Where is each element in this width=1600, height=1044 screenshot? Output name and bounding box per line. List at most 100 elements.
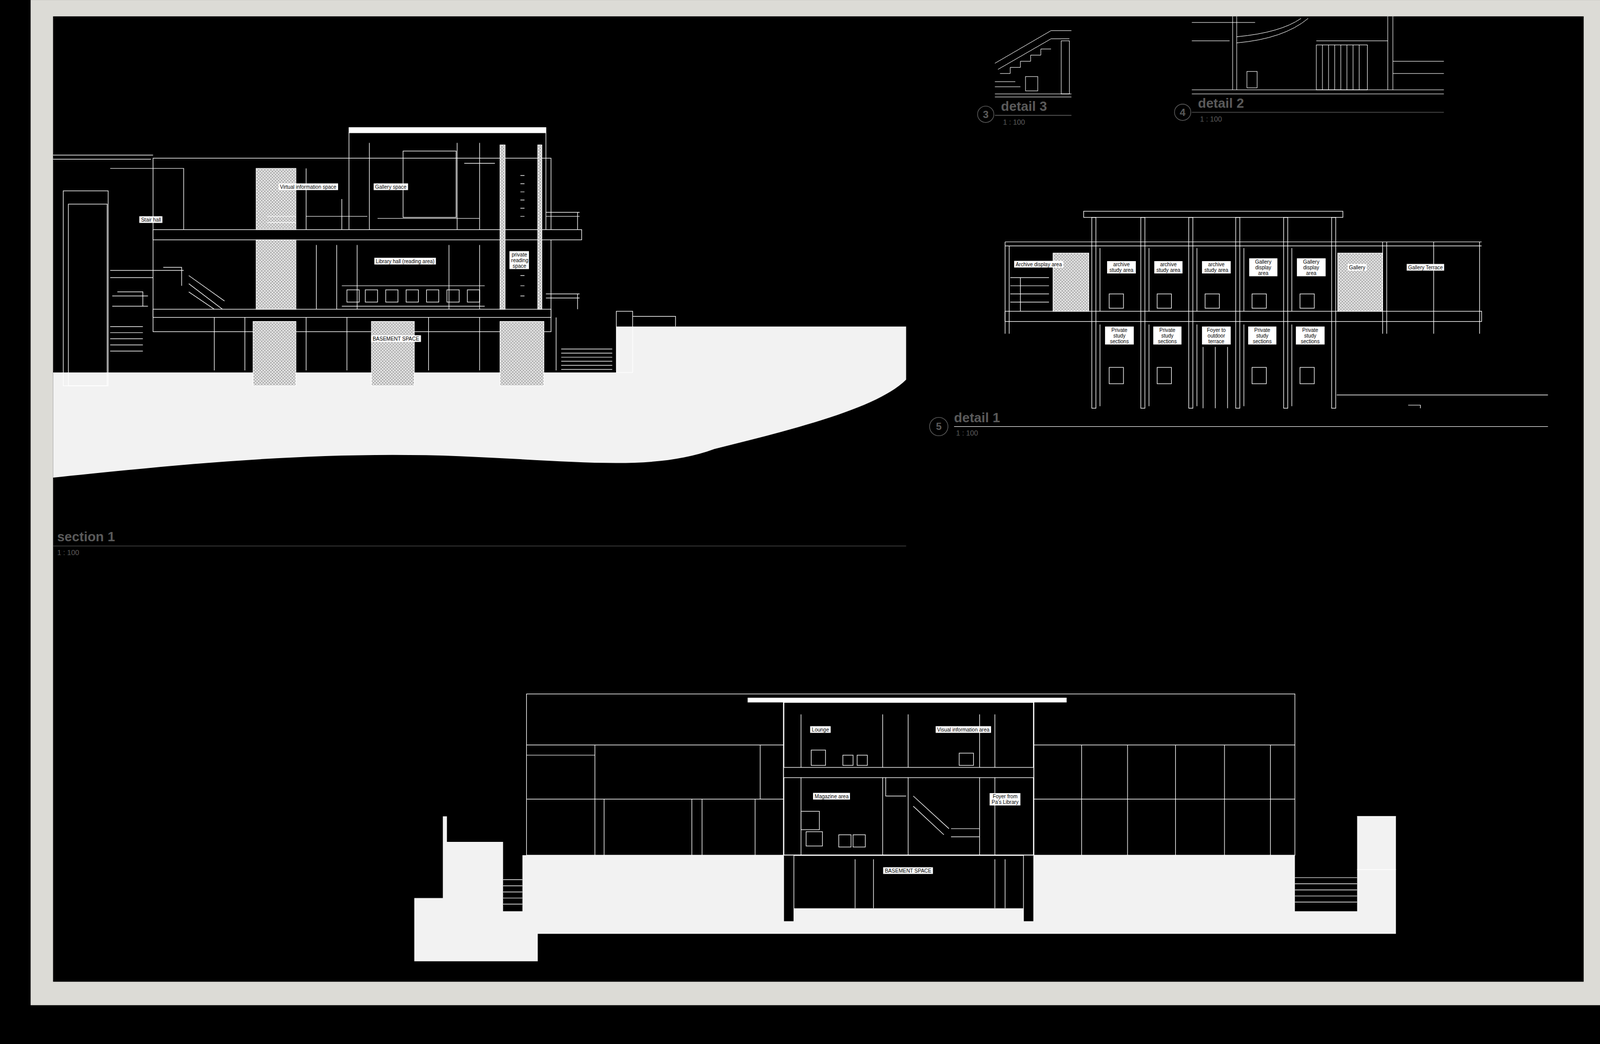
detail-drawing (1083, 211, 1343, 218)
room-label: archive study area (1154, 261, 1183, 274)
room-label: private reading space (509, 251, 530, 270)
detail-drawing (1099, 324, 1292, 407)
detail-drawing (1337, 252, 1384, 311)
section-drawing (805, 831, 823, 846)
detail-drawing (1109, 293, 1124, 309)
title-marker (994, 114, 1072, 116)
section-drawing (52, 127, 906, 478)
section-drawing (503, 879, 523, 905)
section-drawing (68, 204, 108, 386)
room-label: Gallery space (373, 183, 408, 191)
section-drawing (811, 749, 826, 766)
detail-drawing (1247, 71, 1258, 88)
section-drawing (561, 348, 612, 370)
detail-drawing (1010, 277, 1050, 312)
section-drawing (537, 145, 542, 310)
room-label: Foyer to outdoor terrace (1201, 326, 1231, 345)
section-drawing (526, 744, 1295, 799)
callout-number: 4 (1179, 106, 1186, 118)
room-label: Gallery display area (1296, 258, 1326, 277)
section-drawing (403, 150, 457, 217)
detail-drawing (1099, 247, 1292, 311)
title-underline (52, 545, 906, 547)
detail-drawing (1109, 367, 1124, 384)
room-label: Foyer from Pa's Library (989, 793, 1021, 806)
title-marker (1191, 111, 1444, 113)
section-drawing (255, 239, 296, 309)
detail-drawing (1004, 241, 1010, 334)
detail-drawing (1252, 367, 1267, 384)
detail-drawing (1252, 293, 1267, 309)
section-drawing (783, 767, 1034, 778)
section-drawing (959, 753, 974, 766)
room-label: Private study sections (1248, 326, 1277, 345)
section-drawing (110, 168, 184, 278)
room-label: BASEMENT SPACE (370, 335, 421, 343)
section-drawing (63, 190, 109, 386)
section-drawing (365, 289, 378, 303)
section-drawing (426, 289, 439, 303)
room-label: Private study sections (1104, 326, 1134, 345)
section-drawing (414, 816, 1397, 961)
section-drawing (152, 309, 551, 318)
room-label: Gallery display area (1249, 258, 1278, 277)
drawing-title: detail 1 (954, 409, 1001, 425)
room-label: Archive display area (1014, 261, 1064, 268)
section-drawing (783, 702, 1034, 856)
scale-note: 1 : 100 (956, 429, 979, 438)
room-label: Private study sections (1153, 326, 1182, 345)
section-drawing (446, 289, 460, 303)
section-drawing (267, 216, 480, 223)
detail-drawing (1382, 241, 1480, 334)
drawing-title: detail 3 (1000, 99, 1048, 114)
section-drawing (855, 859, 1005, 908)
detail-drawing (1004, 311, 1482, 322)
section-drawing (885, 777, 980, 837)
drawing-title: detail 2 (1197, 95, 1244, 111)
section-drawing (838, 834, 852, 847)
detail-drawing (1157, 293, 1172, 309)
section-drawing (214, 317, 557, 371)
detail-drawing (1191, 16, 1255, 90)
detail-drawing (1316, 45, 1368, 91)
section-drawing (152, 229, 582, 241)
detail-drawing (999, 49, 1051, 74)
section-drawing (545, 212, 580, 310)
section-drawing (341, 285, 485, 307)
section-drawing (371, 321, 415, 386)
detail-drawing (994, 30, 1072, 70)
detail-drawing (1205, 293, 1220, 309)
detail-drawing (1316, 16, 1393, 90)
detail-drawing (1283, 217, 1288, 409)
detail-drawing (1331, 217, 1336, 409)
section-drawing (500, 321, 545, 386)
detail-drawing (1336, 394, 1549, 409)
scale-note: 1 : 100 (1002, 118, 1025, 127)
section-drawing (857, 755, 868, 766)
title-marker (929, 417, 948, 437)
drawing-title: section 1 (56, 529, 115, 545)
section-drawing (632, 316, 676, 327)
section-drawing (526, 694, 1295, 856)
section-drawing (385, 289, 399, 303)
ground-line (954, 426, 1549, 427)
sheet-frame (30, 0, 1600, 1005)
section-drawing (1081, 744, 1271, 856)
detail-drawing (1004, 211, 1548, 409)
detail-drawing (1299, 367, 1315, 384)
scale-note: 1 : 100 (1199, 115, 1222, 124)
detail-drawing (1392, 61, 1444, 74)
section-drawing (252, 321, 296, 386)
room-label: Lounge (810, 726, 831, 734)
detail-drawing (1236, 18, 1309, 44)
section-drawing (1357, 816, 1397, 869)
room-label: Visual information area (935, 726, 992, 734)
title-marker (977, 106, 995, 123)
section-drawing (520, 175, 525, 217)
room-label: BASEMENT SPACE (883, 866, 934, 874)
section-drawing (783, 855, 795, 922)
room-label: Gallery Terrace (1406, 264, 1445, 271)
detail-drawing (994, 81, 1021, 87)
section-drawing (842, 755, 854, 766)
